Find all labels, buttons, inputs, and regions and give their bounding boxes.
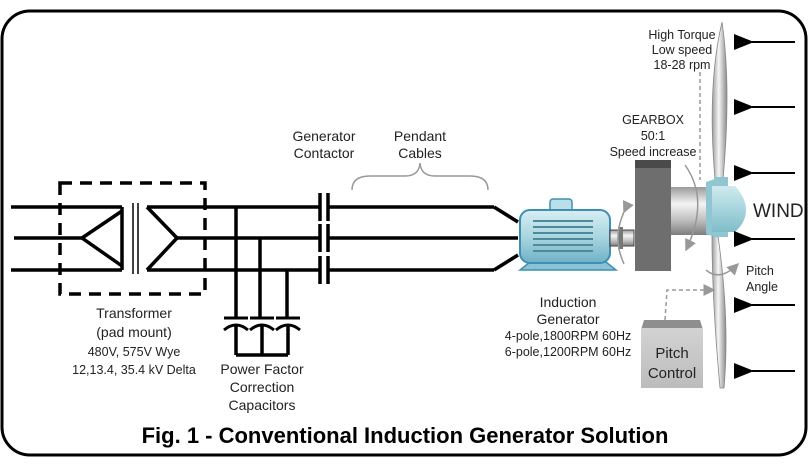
pitch-control-label-1: Pitch [655,345,688,362]
rotor-label-3: 18-28 rpm [654,58,711,72]
generator-contactor [318,193,519,284]
figure-frame [0,9,808,457]
rotor-label-2: Low speed [652,43,713,57]
generator-label-1: Induction [540,294,597,310]
generator-spec-4pole: 4-pole,1800RPM 60Hz [505,329,631,343]
pitch-angle-label-1: Pitch [746,264,774,278]
figure-caption: Fig. 1 - Conventional Induction Generato… [142,423,669,448]
capacitor-bank [223,207,301,357]
transformer-spec-delta: 12,13.4, 35.4 kV Delta [72,363,196,377]
gearbox-label-1: GEARBOX [622,113,684,127]
generator-spec-6pole: 6-pole,1200RPM 60Hz [505,345,631,359]
capacitors-label-3: Capacitors [229,397,296,413]
capacitors-label-1: Power Factor [220,361,304,377]
rotor-label-1: High Torque [648,28,715,42]
pitch-angle-arrow [705,262,740,276]
rotor-hub [706,177,746,238]
transformer-spec-wye: 480V, 575V Wye [88,345,181,359]
gearbox-label-3: Speed increase [610,145,697,159]
gearbox-label-2: 50:1 [641,129,665,143]
pitch-control [641,284,716,388]
cables-label-1: Pendant [394,128,446,144]
wind-arrows [734,34,795,379]
pendant-cables-brace [351,162,489,191]
gearbox [635,160,709,271]
transformer-symbol [11,181,320,296]
contactor-label-2: Contactor [294,145,355,161]
contactor-label-1: Generator [292,128,355,144]
transformer-title: Transformer [96,305,172,321]
wind-label: WIND [753,201,804,222]
cables-label-2: Cables [398,145,442,161]
pitch-angle-label-2: Angle [746,280,778,294]
pitch-control-label-2: Control [648,365,696,382]
capacitors-label-2: Correction [230,379,295,395]
induction-generator [517,198,635,271]
generator-label-2: Generator [536,311,599,327]
transformer-subtitle: (pad mount) [96,324,171,340]
